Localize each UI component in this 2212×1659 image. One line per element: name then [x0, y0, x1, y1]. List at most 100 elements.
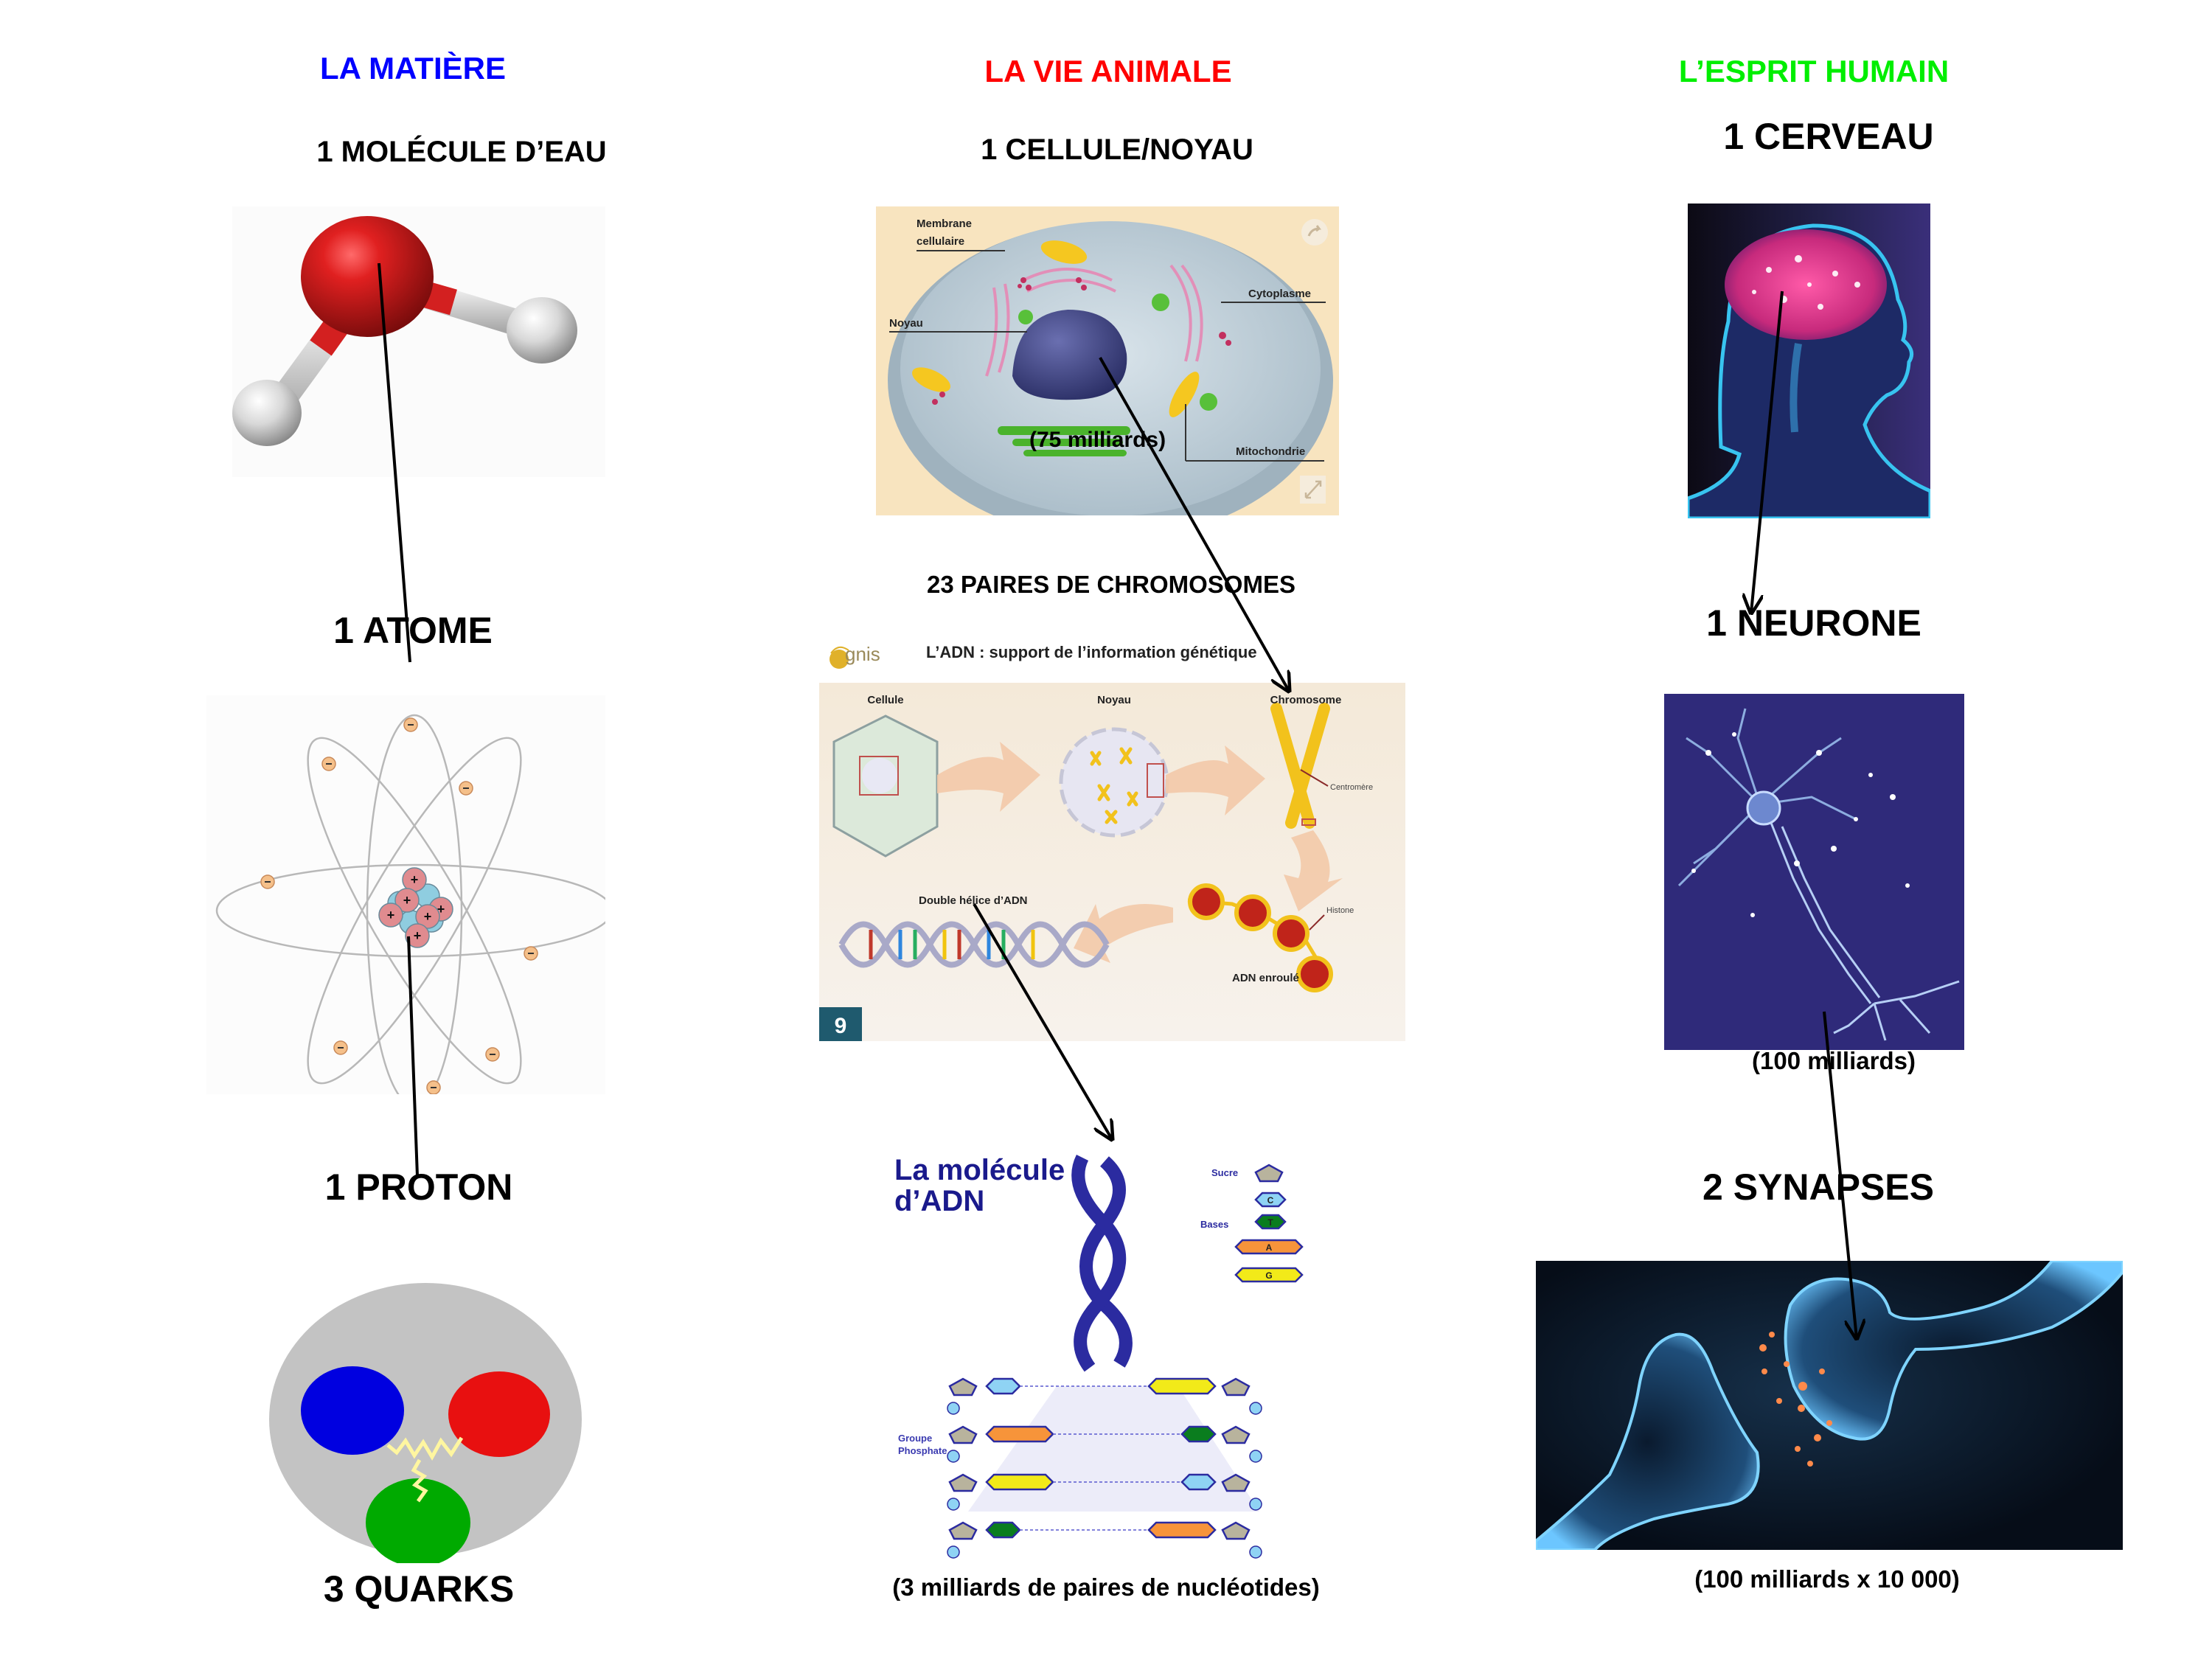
- cell-label-membrane-1: Membrane: [917, 218, 972, 230]
- brain-shape: [1725, 229, 1887, 340]
- level-label-atom: 1 ATOME: [333, 610, 493, 651]
- quark-green: [366, 1478, 470, 1563]
- quark-blue: [301, 1366, 404, 1455]
- column-title-human-mind: L’ESPRIT HUMAIN: [1678, 54, 1950, 88]
- proton-particle: [415, 904, 440, 929]
- plus-sign: +: [403, 893, 411, 908]
- proton-particle: [394, 888, 420, 913]
- atom-image: ++++++: [206, 695, 605, 1094]
- cell-label-cytoplasm: Cytoplasme: [1248, 288, 1311, 300]
- column-title-animal-life: LA VIE ANIMALE: [984, 54, 1232, 88]
- gluon-line-1: [386, 1436, 464, 1461]
- slide-label-chromosome: Chromosome: [1270, 694, 1342, 706]
- dna-slide-image: gnis L’ADN : support de l’information gé…: [819, 636, 1405, 1041]
- neuron-count-label: (100 milliards): [1752, 1047, 1916, 1074]
- phosphate-circle: [947, 1402, 960, 1415]
- hydrogen-atom-left: [232, 380, 302, 446]
- legend-base-A: [1234, 1239, 1304, 1255]
- nucleus-shape: [1012, 310, 1127, 400]
- cell-diagram-image: Membrane cellulaire Noyau Cytoplasme Mit…: [876, 206, 1339, 515]
- synapse-count-label: (100 milliards x 10 000): [1694, 1565, 1960, 1593]
- electron-orbits: [215, 714, 605, 1094]
- sugar-shape: [1221, 1377, 1251, 1397]
- base-T: [985, 1521, 1021, 1539]
- legend-base-letter: T: [1267, 1217, 1273, 1228]
- dna-helix-ribbon: [1071, 1154, 1133, 1372]
- level-label-neuron: 1 NEURONE: [1706, 602, 1921, 644]
- water-molecule-image: [232, 206, 605, 477]
- neurotransmitters: [1759, 1332, 1832, 1467]
- slide-chromosome-shape: [1270, 703, 1330, 829]
- brain-image: [1688, 204, 1930, 518]
- legend-base-G: [1234, 1267, 1304, 1283]
- plus-sign: +: [411, 872, 419, 887]
- dna-slide-title: L’ADN : support de l’information génétiq…: [926, 643, 1257, 661]
- level-label-synapses: 2 SYNAPSES: [1702, 1166, 1935, 1208]
- spine: [1790, 343, 1802, 433]
- plus-sign: +: [437, 902, 445, 917]
- level-label-water-molecule: 1 MOLÉCULE D’EAU: [316, 136, 607, 168]
- slide-label-nucleus: Noyau: [1097, 694, 1131, 706]
- golgi: [998, 426, 1130, 456]
- sugar-shape: [1221, 1473, 1251, 1492]
- sugar-shape: [948, 1473, 978, 1492]
- gnis-logo-icon: [830, 646, 849, 669]
- dna-title-line1: La molécule: [894, 1154, 1065, 1186]
- dna-zoom-cone: [968, 1386, 1259, 1512]
- legend-base-letter: C: [1267, 1195, 1274, 1206]
- neuron-axon: [1770, 822, 1960, 1041]
- phosphate-circle: [947, 1545, 960, 1559]
- plus-sign: +: [387, 908, 395, 922]
- slide-number-box: [819, 1007, 862, 1041]
- gluon-line-2: [411, 1458, 428, 1503]
- neuron-image: [1664, 694, 1964, 1050]
- sugar-shape: [1254, 1164, 1284, 1183]
- quark-red: [448, 1371, 550, 1457]
- phosphate-circle: [947, 1450, 960, 1463]
- slide-label-coiled-dna: ADN enroulé: [1232, 972, 1299, 984]
- base-G: [1147, 1377, 1217, 1395]
- slide-label-double-helix: Double hélice d’ADN: [919, 894, 1028, 907]
- oxygen-atom: [301, 216, 434, 337]
- phosphate-circle: [1249, 1545, 1262, 1559]
- proton-particle: [378, 902, 403, 928]
- base-A: [1147, 1521, 1217, 1539]
- dna-phosphate-label-2: Phosphate: [898, 1445, 947, 1456]
- base-C: [985, 1377, 1021, 1395]
- sugar-shape: [948, 1425, 978, 1444]
- cell-label-nucleus: Noyau: [889, 317, 923, 330]
- gnis-logo-text: gnis: [845, 643, 880, 665]
- flow-arrow-4: [1074, 904, 1173, 963]
- phosphate-circle: [1249, 1402, 1262, 1415]
- endoplasmic-reticulum: [985, 264, 1203, 377]
- proton-quarks-image: [266, 1239, 583, 1563]
- plus-sign: +: [424, 909, 432, 924]
- dna-title-line2: d’ADN: [894, 1185, 984, 1217]
- slide-label-cell: Cellule: [867, 694, 903, 706]
- slide-double-helix: [838, 921, 1110, 968]
- level-label-cell-nucleus: 1 CELLULE/NOYAU: [981, 133, 1253, 166]
- slide-label-histone: Histone: [1326, 906, 1354, 915]
- postsynaptic-terminal: [1784, 1261, 2123, 1441]
- slide-label-centromere: Centromère: [1330, 783, 1373, 792]
- base-T: [1180, 1425, 1217, 1443]
- nucleosomes: [1188, 883, 1333, 992]
- level-label-brain: 1 CERVEAU: [1723, 116, 1934, 157]
- presynaptic-terminal: [1536, 1332, 1760, 1550]
- base-C: [1180, 1473, 1217, 1491]
- legend-base-T: [1254, 1214, 1287, 1230]
- cell-label-mitochondria: Mitochondrie: [1236, 445, 1305, 458]
- level-label-chromosomes: 23 PAIRES DE CHROMOSOMES: [927, 571, 1295, 598]
- cell-count-label: (75 milliards): [1029, 428, 1166, 452]
- hydrogen-atom-right: [507, 297, 577, 364]
- dna-legend-sugar: Sucre: [1211, 1167, 1238, 1178]
- sugar-shape: [1221, 1521, 1251, 1540]
- dna-legend-bases: Bases: [1200, 1219, 1228, 1230]
- plus-sign: +: [414, 928, 422, 943]
- slide-number: 9: [835, 1014, 847, 1038]
- level-label-proton: 1 PROTON: [324, 1166, 513, 1208]
- dna-base-pairs: [947, 1377, 1262, 1559]
- legend-base-letter: G: [1265, 1270, 1272, 1281]
